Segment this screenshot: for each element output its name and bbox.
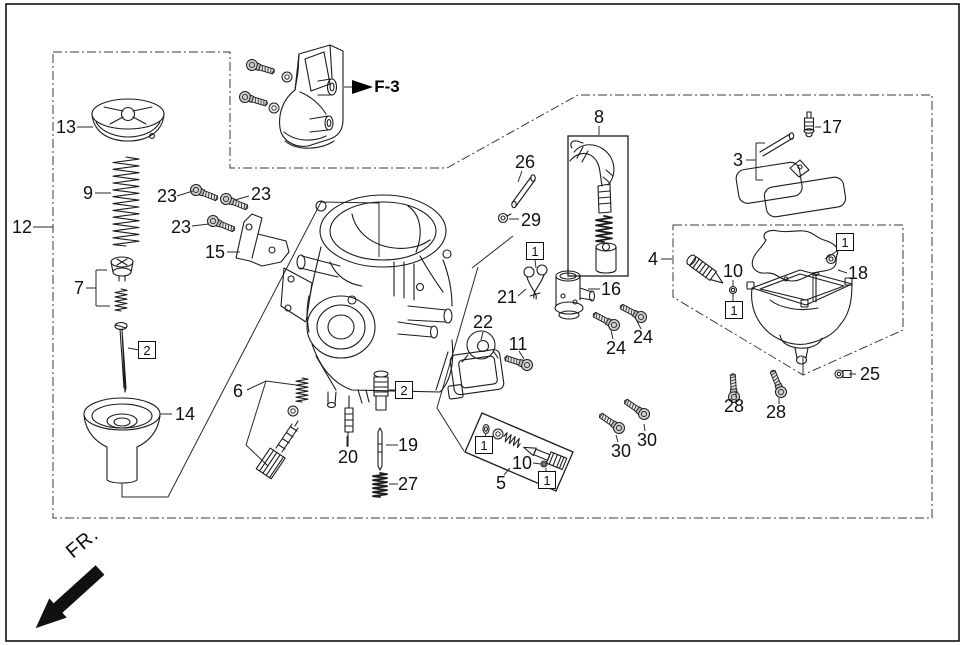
callout-30: 30 [610, 441, 632, 461]
region-4-boundary [672, 224, 904, 376]
callout-17: 17 [821, 117, 843, 137]
boxed-callout-1: 1 [526, 242, 544, 260]
part-28-screw [766, 367, 789, 400]
callout-26: 26 [514, 152, 536, 172]
callout-23: 23 [250, 184, 272, 204]
callout-11: 11 [508, 334, 528, 354]
part-15-bracket [235, 213, 290, 267]
part-19-rod [377, 427, 383, 471]
part-26-pin [511, 174, 536, 209]
callout-7: 7 [73, 278, 85, 298]
callout-9: 9 [82, 183, 94, 203]
association-lines [121, 201, 814, 498]
callout-30: 30 [636, 430, 658, 450]
carburetor-body [280, 194, 454, 409]
boxed-callout-1: 1 [725, 301, 743, 319]
part-22-sensor [447, 330, 505, 400]
callout-28: 28 [723, 396, 745, 416]
callout-14: 14 [174, 404, 196, 424]
part-7-valve-set [110, 256, 134, 312]
callout-13: 13 [55, 117, 77, 137]
part-23-screw [205, 213, 238, 236]
callout-3: 3 [732, 150, 744, 170]
callout-28: 28 [765, 402, 787, 422]
boxed-callout-1: 1 [538, 471, 556, 489]
callout-23: 23 [156, 186, 178, 206]
callout-16: 16 [600, 279, 622, 299]
callout-21: 21 [496, 287, 518, 307]
part-17-float-valve [803, 111, 815, 138]
part-16-fuel-joint [554, 270, 596, 320]
part-8-starter-valve-set [567, 135, 629, 277]
part-18-gasket [751, 230, 839, 282]
callout-4: 4 [647, 249, 659, 269]
boxed-callout-1: 1 [836, 233, 854, 251]
part-13-chamber-cover [91, 98, 165, 142]
callout-29: 29 [520, 210, 542, 230]
callout-10: 10 [511, 453, 533, 473]
region-12-boundary [52, 51, 933, 519]
callout-24: 24 [605, 338, 627, 358]
part-float-chamber [746, 269, 853, 365]
callout-20: 20 [337, 447, 359, 467]
part-f3-bracket [237, 44, 373, 149]
part-3-float [735, 132, 847, 218]
boxed-callout-1: 1 [475, 436, 493, 454]
callout-18: 18 [847, 263, 869, 283]
part-2-jet-needle-left [114, 321, 128, 393]
part-23-screw [218, 191, 251, 214]
front-direction-arrow [35, 565, 105, 629]
callout-leader-lines [33, 126, 856, 485]
part-29-ring [497, 212, 512, 224]
callout-12: 12 [11, 217, 33, 237]
boxed-callout-2: 2 [138, 341, 156, 359]
part-10-oring [728, 285, 738, 295]
part-2-needle-jet-holder [373, 370, 389, 411]
callout-23: 23 [170, 217, 192, 237]
part-25-screw-ring [834, 369, 852, 379]
part-30-screw [621, 395, 653, 423]
figure-border [5, 3, 960, 642]
part-21-clip [523, 264, 548, 300]
part-6-main-jet-set [245, 377, 309, 480]
part-20-needle [344, 395, 354, 447]
part-30-screw [596, 409, 628, 437]
callout-22: 22 [472, 312, 494, 332]
callout-5: 5 [495, 473, 507, 493]
part-pilot-screw [686, 254, 724, 284]
callout-19: 19 [397, 435, 419, 455]
part-24-screw [590, 308, 622, 333]
part-23-screw [188, 182, 221, 205]
part-14-vacuum-piston [83, 397, 161, 484]
f3-reference-arrow [352, 80, 373, 94]
callout-15: 15 [204, 242, 226, 262]
part-27-spring [372, 472, 388, 498]
callout-6: 6 [232, 381, 244, 401]
callout-10: 10 [722, 261, 744, 281]
callout-25: 25 [859, 364, 881, 384]
callout-8: 8 [593, 107, 605, 127]
part-11-screw [502, 352, 535, 373]
f3-reference-label: F-3 [374, 77, 400, 96]
callout-24: 24 [632, 327, 654, 347]
part-9-spring [112, 156, 140, 247]
boxed-callout-2: 2 [395, 381, 413, 399]
callout-27: 27 [397, 474, 419, 494]
part-24-screw [617, 300, 649, 325]
